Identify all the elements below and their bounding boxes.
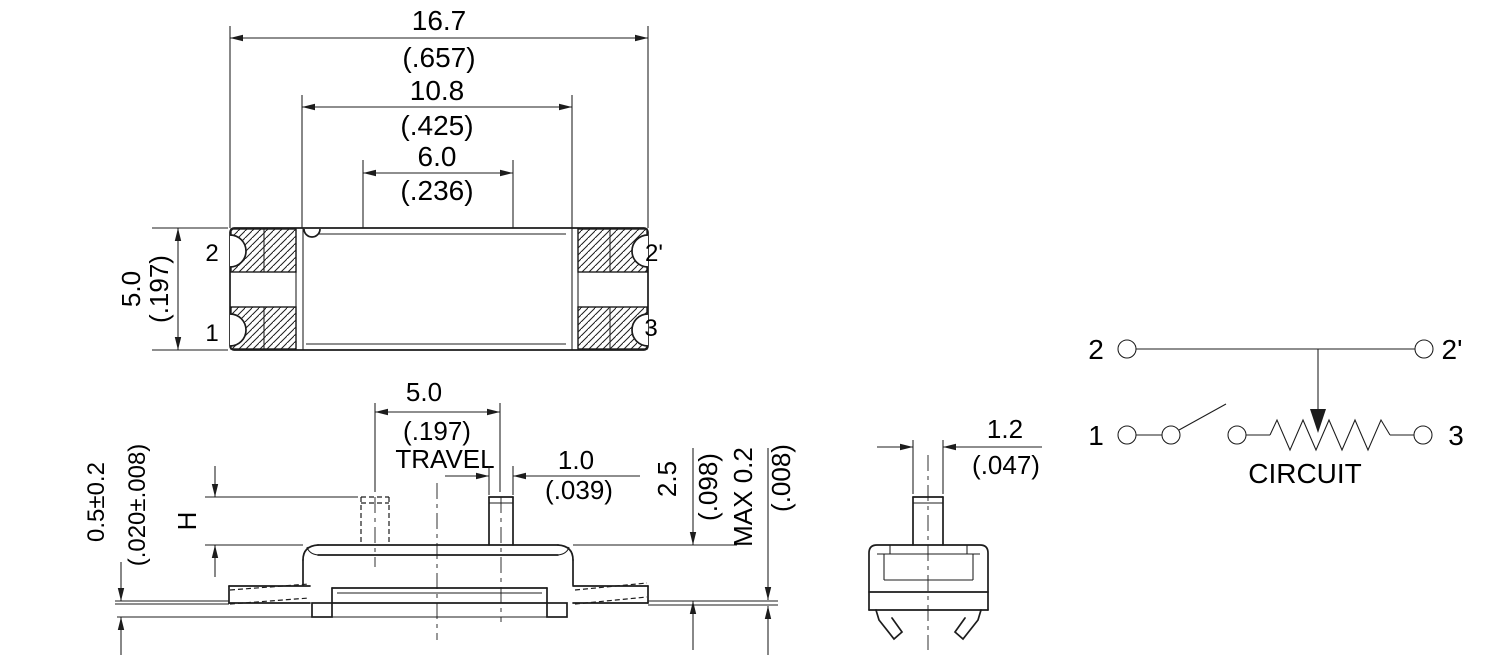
clip-left [875,609,904,641]
dim-body-height-mm: 5.0 [116,271,146,307]
dim-travel: 5.0 (.197) TRAVEL [374,377,501,492]
dim-body-height-side-mm: 2.5 [652,461,682,497]
dim-overall-width-in: (.657) [402,42,475,73]
terminal-node-2 [1117,339,1137,359]
dim-travel-in: (.197) [403,416,471,446]
dim-slot-width: 6.0 (.236) [362,141,514,272]
clip-right [953,609,982,641]
resistor-element [1269,418,1391,452]
wiper-arrow [1310,409,1326,433]
dim-pitch-in: (.425) [400,110,473,141]
dim-overall-width: 16.7 (.657) [229,5,649,228]
dim-body-height: 5.0 (.197) [116,227,228,351]
dim-slot-mm: 6.0 [418,141,457,172]
foot-left [311,602,333,618]
end-view-body [868,455,989,650]
cutout-pin-2 [229,234,247,268]
cutout-pin-2p [631,234,649,268]
dim-coplanarity-mm: MAX 0.2 [728,447,758,547]
resistor-start-node [1227,425,1247,445]
pin-label-1: 1 [205,320,218,347]
lead-left [228,583,311,605]
circuit-label-2p: 2' [1442,334,1463,365]
dim-stem-thickness: 1.2 (.047) [877,414,1042,494]
terminal-node-3 [1413,425,1433,445]
pin-label-3: 3 [644,315,657,342]
dim-stem-width: 1.0 (.039) [445,445,640,505]
dim-travel-label: TRAVEL [395,444,494,474]
circuit-diagram: 2 2' 1 3 CIRCUIT [1088,334,1464,489]
side-view: 5.0 (.197) TRAVEL 1.0 (.039) H 0.5±0.2 (… [83,377,796,655]
foot-right [546,602,568,618]
dim-slot-in: (.236) [400,175,473,206]
dim-pitch-width: 10.8 (.425) [301,75,573,228]
lead-right [572,582,649,605]
top-view: 16.7 (.657) 10.8 (.425) 6.0 (.236) 5.0 (… [116,5,663,351]
dim-body-height-in: (.197) [144,255,174,323]
dim-lead-gap: 0.5±0.2 (.020±.008) [83,444,151,655]
stem-pressed-position [360,496,390,545]
dim-stem-thickness-in: (.047) [972,450,1040,480]
dim-coplanarity-in: (.008) [766,444,796,512]
switch-lever [1178,403,1227,431]
pin-label-2p: 2' [645,240,663,267]
dim-stem-height: H [172,466,358,577]
dim-coplanarity: MAX 0.2 (.008) [728,444,796,655]
circuit-label-3: 3 [1448,420,1464,451]
circuit-label-1: 1 [1088,420,1104,451]
terminal-node-2p [1414,339,1434,359]
dim-lead-gap-in: (.020±.008) [124,444,151,567]
dim-pitch-mm: 10.8 [410,75,465,106]
side-view-body [115,483,778,640]
dim-stem-thickness-mm: 1.2 [987,414,1023,444]
circuit-label-2: 2 [1088,334,1104,365]
cutout-pin-1 [229,313,247,347]
dim-overall-width-mm: 16.7 [412,5,467,36]
dim-lead-gap-mm: 0.5±0.2 [83,462,110,542]
dim-stem-height-label: H [172,512,202,531]
top-view-body [229,227,649,351]
dim-travel-mm: 5.0 [406,377,442,407]
terminal-node-1 [1117,425,1137,445]
dim-body-height-side: 2.5 (.098) [573,448,737,650]
dim-stem-width-mm: 1.0 [558,445,594,475]
pin-label-2: 2 [205,240,218,267]
cutout-pin-3 [631,313,649,347]
dim-stem-width-in: (.039) [545,475,613,505]
switch-contact-node [1161,425,1181,445]
dim-body-height-side-in: (.098) [693,453,723,521]
circuit-title: CIRCUIT [1248,458,1362,489]
end-view: 1.2 (.047) [868,414,1042,650]
